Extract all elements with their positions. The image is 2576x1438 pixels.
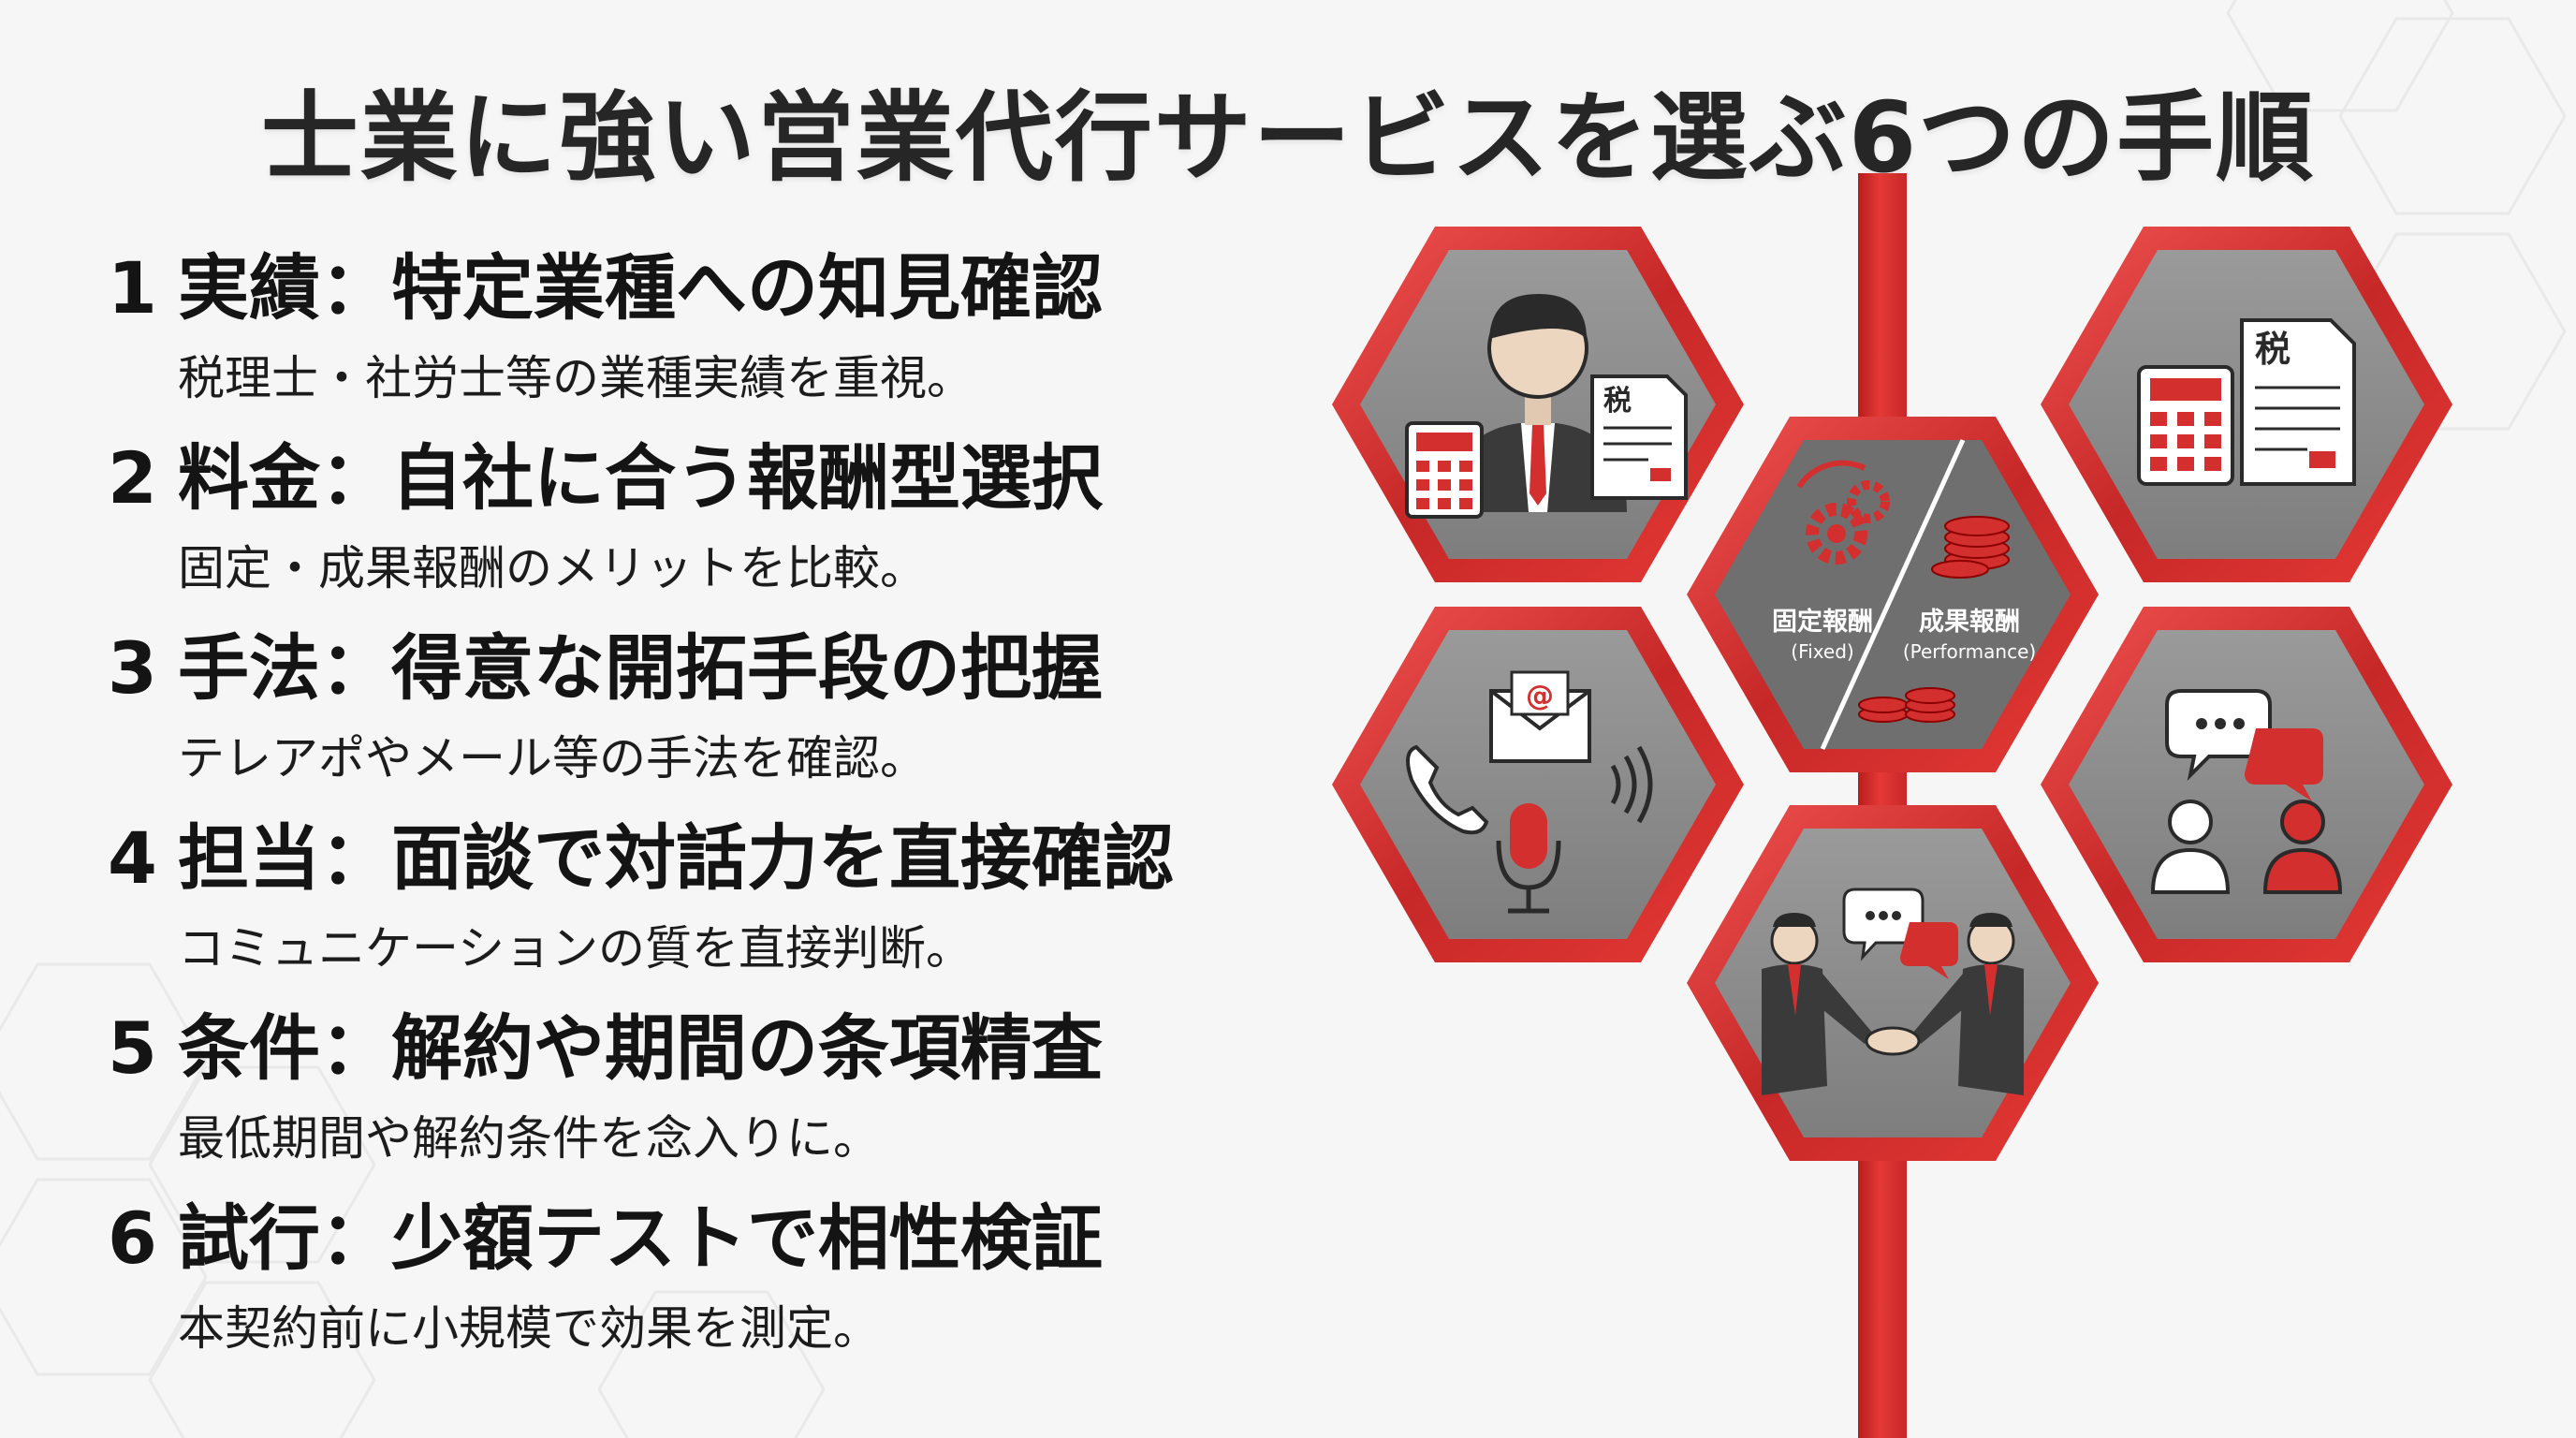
calculator-icon — [2137, 365, 2234, 486]
tax-document-icon: 税 — [2240, 318, 2356, 486]
step-number: 5 — [108, 1006, 157, 1090]
hex-tax: 税 — [2041, 227, 2452, 582]
phone-icon — [1406, 744, 1489, 835]
coins-icon — [1931, 516, 2010, 579]
hex-businessman: 税 — [1332, 227, 1744, 582]
step-heading: 実績：特定業種への知見確認 — [178, 246, 1103, 330]
performance-fee-label: 成果報酬 — [1919, 608, 2020, 637]
sound-waves-icon — [1610, 745, 1653, 824]
step-number: 2 — [108, 436, 157, 520]
businessman-icon — [1449, 294, 1627, 512]
step-description: 固定・成果報酬のメリットを比較。 — [178, 541, 927, 595]
hex-communication — [2041, 607, 2452, 962]
svg-text:@: @ — [1526, 680, 1554, 712]
handshake-icon — [1762, 913, 2024, 1095]
step-heading: 試行：少額テストで相性検証 — [178, 1196, 1103, 1280]
fixed-fee-sub: (Fixed) — [1791, 640, 1853, 663]
chat-bubbles-icon — [1842, 888, 1958, 979]
microphone-icon — [1496, 803, 1561, 914]
step-description: コミュニケーションの質を直接判断。 — [178, 921, 973, 976]
step-heading: 担当：面談で対話力を直接確認 — [178, 816, 1174, 900]
hex-pricing: 固定報酬 (Fixed) 成果報酬 (Performance) — [1687, 417, 2099, 772]
coins-icon — [1858, 687, 1955, 723]
tax-document-icon: 税 — [1590, 374, 1688, 500]
step-heading: 手法：得意な開拓手段の把握 — [178, 626, 1103, 710]
email-icon: @ — [1489, 670, 1591, 763]
step-heading: 料金：自社に合う報酬型選択 — [178, 436, 1103, 520]
performance-fee-sub: (Performance) — [1903, 640, 2036, 663]
hex-outreach: @ — [1332, 607, 1744, 962]
step-number: 6 — [108, 1196, 157, 1280]
step-description: 税理士・社労士等の業種実績を重視。 — [178, 351, 973, 405]
step-description: 最低期間や解約条件を念入りに。 — [178, 1111, 880, 1166]
svg-text:税: 税 — [2255, 329, 2291, 370]
svg-text:税: 税 — [1603, 385, 1632, 418]
step-number: 3 — [108, 626, 157, 710]
step-number: 4 — [108, 816, 157, 900]
fixed-fee-label: 固定報酬 — [1772, 607, 1873, 637]
page-title: 士業に強い営業代行サービスを選ぶ6つの手順 — [260, 81, 2316, 195]
chat-bubbles-icon — [2165, 689, 2323, 801]
step-description: テレアポやメール等の手法を確認。 — [178, 731, 927, 785]
hex-handshake — [1687, 805, 2099, 1161]
step-heading: 条件：解約や期間の条項精査 — [178, 1006, 1103, 1090]
calculator-icon — [1405, 421, 1484, 519]
gears-icon — [1796, 460, 1890, 565]
step-number: 1 — [108, 246, 157, 330]
users-icon — [2150, 800, 2343, 894]
step-description: 本契約前に小規模で効果を測定。 — [178, 1301, 880, 1356]
